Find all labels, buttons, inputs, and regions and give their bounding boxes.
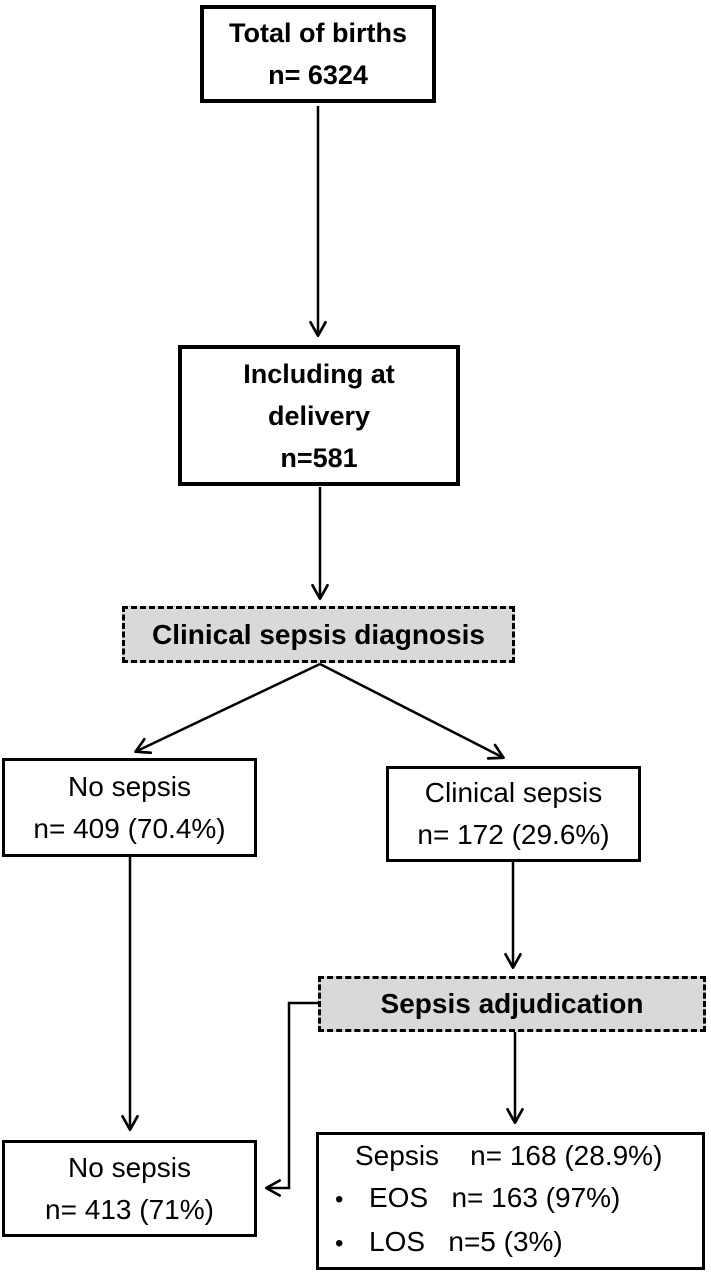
box-line: n= 409 (70.4%)	[33, 812, 226, 844]
box-no-sepsis-initial: No sepsis n= 409 (70.4%)	[2, 758, 257, 857]
box-line: n= 6324	[268, 60, 368, 90]
sepsis-outcome-bullet-los: • LOS n=5 (3%)	[329, 1221, 694, 1265]
box-including-at-delivery: Including at delivery n=581	[178, 345, 460, 486]
box-line: n=581	[280, 442, 358, 473]
box-clinical-sepsis: Clinical sepsis n= 172 (29.6%)	[386, 766, 641, 862]
box-sepsis-adjudication: Sepsis adjudication	[318, 976, 706, 1032]
box-line: Clinical sepsis	[424, 777, 603, 808]
sepsis-outcome-bullet-eos: • EOS n= 163 (97%)	[329, 1177, 694, 1221]
box-line: delivery	[267, 400, 371, 431]
box-line: No sepsis	[68, 1151, 191, 1183]
box-line: LOS n=5 (3%)	[369, 1226, 563, 1257]
box-line: EOS n= 163 (97%)	[369, 1182, 621, 1213]
arrow-adjudication-to-no-sepsis-elbow	[265, 1001, 318, 1197]
bullet-icon: •	[335, 1186, 344, 1213]
arrow-diagnosis-to-no-sepsis	[134, 662, 321, 755]
box-line: n= 172 (29.6%)	[417, 819, 610, 850]
box-line: Including at	[243, 358, 395, 389]
box-no-sepsis-final: No sepsis n= 413 (71%)	[2, 1140, 257, 1237]
bullet-icon: •	[335, 1230, 344, 1257]
box-clinical-sepsis-diagnosis: Clinical sepsis diagnosis	[122, 606, 515, 663]
box-line: No sepsis	[68, 770, 191, 802]
arrow-diagnosis-to-clinical-sepsis	[319, 662, 505, 760]
box-line: n= 413 (71%)	[45, 1193, 214, 1225]
sepsis-outcome-header: Sepsis n= 168 (28.9%)	[355, 1140, 663, 1171]
box-line: Clinical sepsis diagnosis	[151, 618, 485, 650]
box-line: Sepsis adjudication	[380, 988, 644, 1019]
box-total-births: Total of births n= 6324	[200, 5, 436, 103]
box-line: Total of births	[229, 18, 407, 48]
box-sepsis-outcome: Sepsis n= 168 (28.9%) • EOS n= 163 (97%)…	[316, 1132, 705, 1270]
